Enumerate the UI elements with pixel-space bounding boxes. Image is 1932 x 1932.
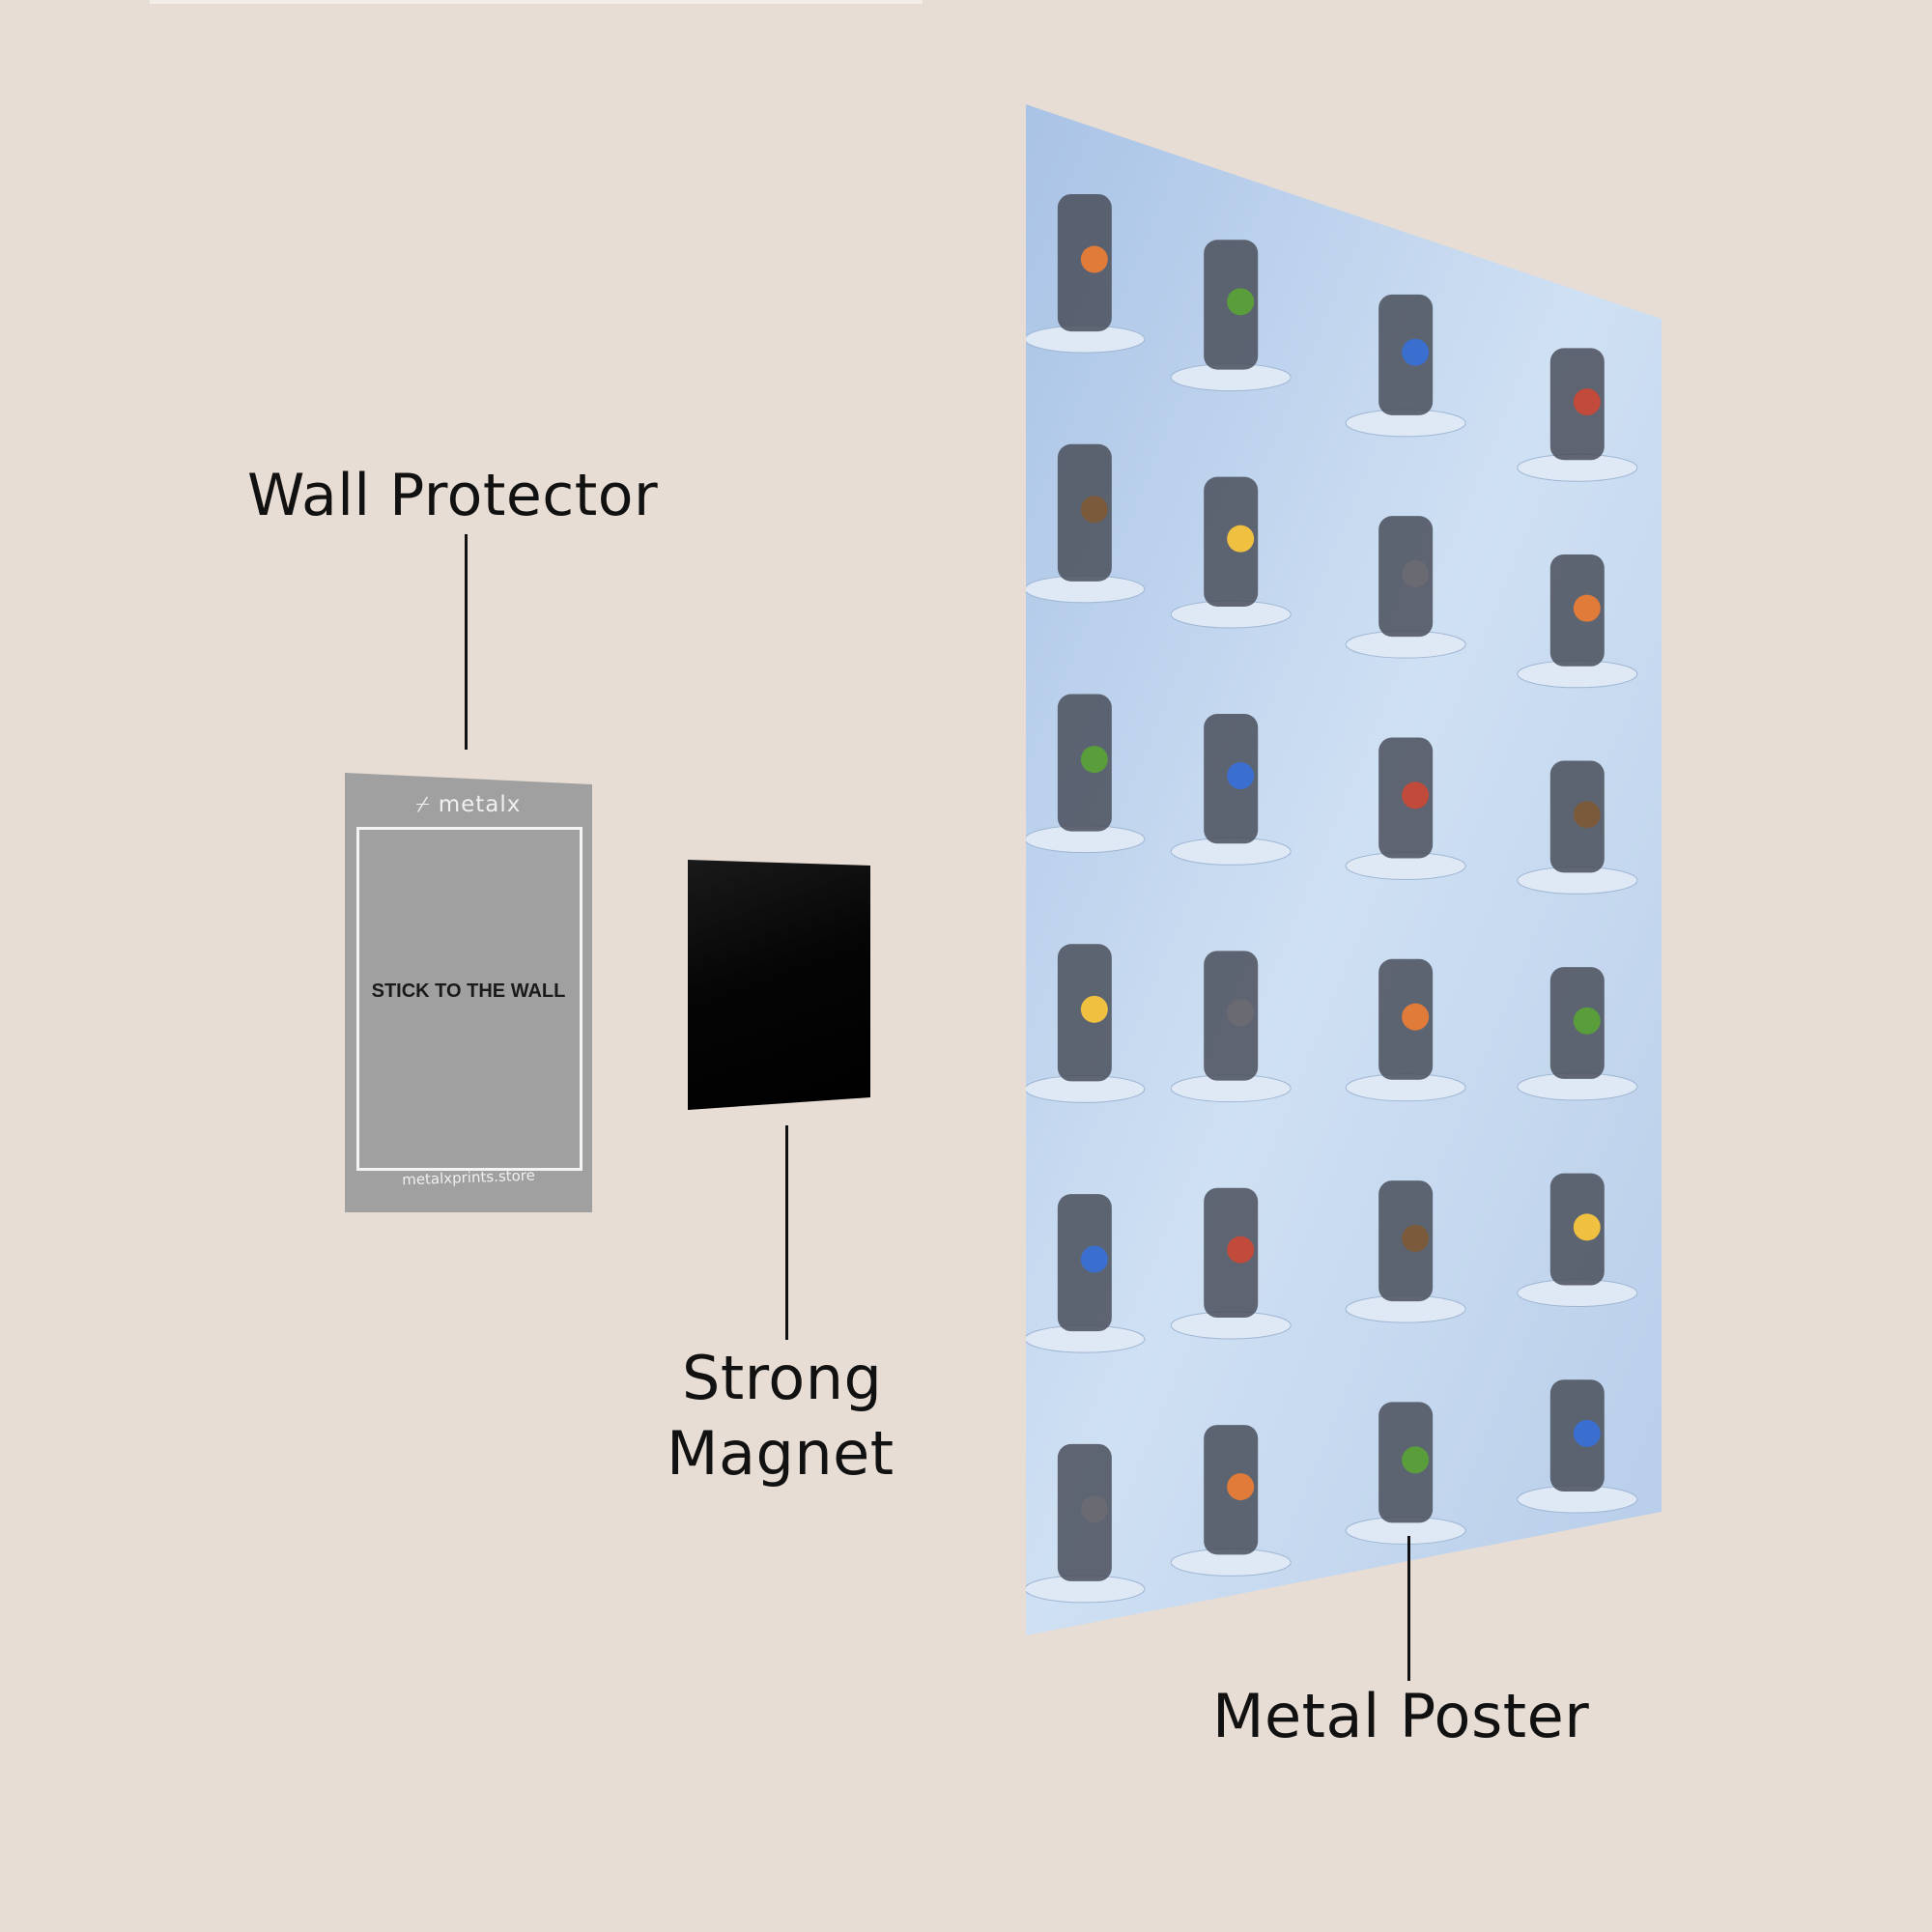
tile-accent <box>1573 388 1601 416</box>
tile-accent <box>1080 746 1108 774</box>
metalx-logo: ⌿ metalx <box>345 792 592 817</box>
wall-protector-leader-line <box>465 534 468 750</box>
tile-accent <box>1227 288 1255 316</box>
tile-accent <box>1080 995 1108 1023</box>
tile-accent <box>1402 1446 1430 1474</box>
tile-accent <box>1402 781 1430 810</box>
tile-accent <box>1573 594 1601 622</box>
tile-accent <box>1573 1213 1601 1241</box>
tile-accent <box>1080 245 1108 273</box>
strong-magnet-label-line1: Strong <box>682 1343 883 1413</box>
tile-accent <box>1402 1224 1430 1252</box>
tile-accent <box>1402 338 1430 366</box>
tile-accent <box>1573 1419 1601 1447</box>
tile-accent <box>1402 560 1430 588</box>
tile-accent <box>1080 496 1108 524</box>
tile-accent <box>1227 999 1255 1027</box>
tile-accent <box>1227 1473 1255 1501</box>
logo-text: metalx <box>438 792 522 817</box>
wall-protector: ⌿ metalx STICK TO THE WALL metalxprints.… <box>345 773 592 1212</box>
strong-magnet-label-line2: Magnet <box>667 1418 895 1489</box>
tile-accent <box>1402 1003 1430 1031</box>
wall-protector-label: Wall Protector <box>247 462 659 529</box>
tile-accent <box>1080 1245 1108 1273</box>
tile-accent <box>1573 801 1601 829</box>
magnet-leader-line <box>785 1125 788 1340</box>
logo-mark-icon: ⌿ <box>415 792 439 817</box>
metal-poster-label: Metal Poster <box>1212 1681 1590 1751</box>
poster-panel <box>1026 104 1662 1635</box>
tile-accent <box>1227 762 1255 790</box>
protector-frame <box>356 827 582 1171</box>
strong-magnet <box>688 860 870 1110</box>
tile-accent <box>1573 1007 1601 1035</box>
tile-accent <box>1227 525 1255 553</box>
tile-accent <box>1227 1236 1255 1264</box>
tile-accent <box>1080 1495 1108 1523</box>
wall-protector-sheet <box>345 773 592 1212</box>
stick-to-wall-text: STICK TO THE WALL <box>371 980 566 1002</box>
top-edge-strip <box>150 0 923 4</box>
poster-leader-line <box>1407 1536 1410 1681</box>
